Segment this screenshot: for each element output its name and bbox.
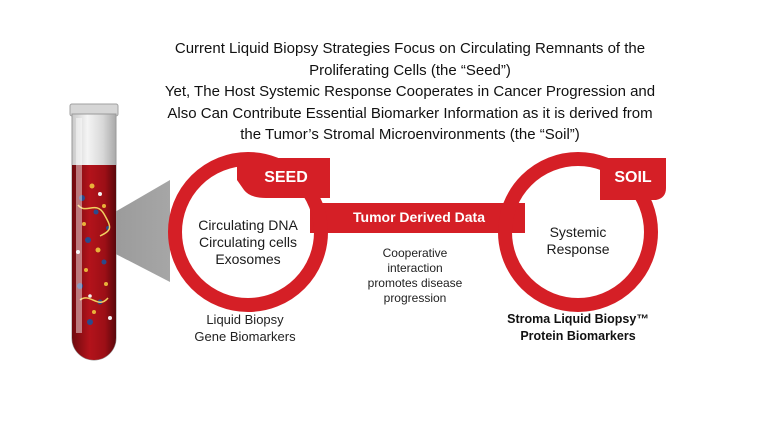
soil-items: Systemic Response — [518, 224, 638, 258]
seed-item: Circulating DNA — [198, 217, 298, 233]
connector-bar — [310, 203, 525, 233]
heading-line-4: Also Can Contribute Essential Biomarker … — [167, 104, 653, 122]
connector-note-line: progression — [383, 291, 447, 305]
connector-note: Cooperative interaction promotes disease… — [350, 246, 480, 306]
soil-item: Response — [546, 241, 610, 257]
test-tube-icon — [69, 103, 119, 361]
heading-line-1: Current Liquid Biopsy Strategies Focus o… — [174, 40, 646, 57]
connector-note-line: Cooperative — [382, 246, 448, 260]
seed-items: Circulating DNA Circulating cells Exosom… — [178, 217, 318, 268]
soil-ring — [498, 152, 658, 312]
diagram-heading: Current Liquid Biopsy Strategies Focus o… — [140, 38, 680, 146]
seed-item: Exosomes — [215, 251, 281, 267]
connector-label: Tumor Derived Data — [353, 209, 485, 225]
connector-note-line: interaction — [387, 261, 443, 275]
heading-line-2: Proliferating Cells (the “Seed”) — [309, 61, 511, 79]
seed-tab-label: SEED — [264, 169, 308, 186]
soil-tab — [600, 158, 666, 200]
soil-caption: Stroma Liquid Biopsy™ Protein Biomarkers — [490, 311, 666, 345]
seed-tab — [237, 158, 330, 198]
connector-note-line: promotes disease — [367, 276, 463, 290]
seed-caption-line: Gene Biomarkers — [194, 329, 296, 344]
soil-caption-line: Stroma Liquid Biopsy™ — [507, 312, 649, 326]
projection-cone — [108, 180, 170, 282]
seed-caption: Liquid Biopsy Gene Biomarkers — [170, 311, 320, 345]
heading-line-3: Yet, The Host Systemic Response Cooperat… — [164, 83, 656, 100]
soil-tab-label: SOIL — [614, 169, 652, 186]
soil-caption-line: Protein Biomarkers — [520, 329, 636, 343]
seed-item: Circulating cells — [198, 234, 298, 250]
heading-line-5: the Tumor’s Stromal Microenvironments (t… — [240, 126, 580, 143]
soil-item: Systemic — [549, 224, 607, 240]
seed-caption-line: Liquid Biopsy — [206, 312, 284, 327]
